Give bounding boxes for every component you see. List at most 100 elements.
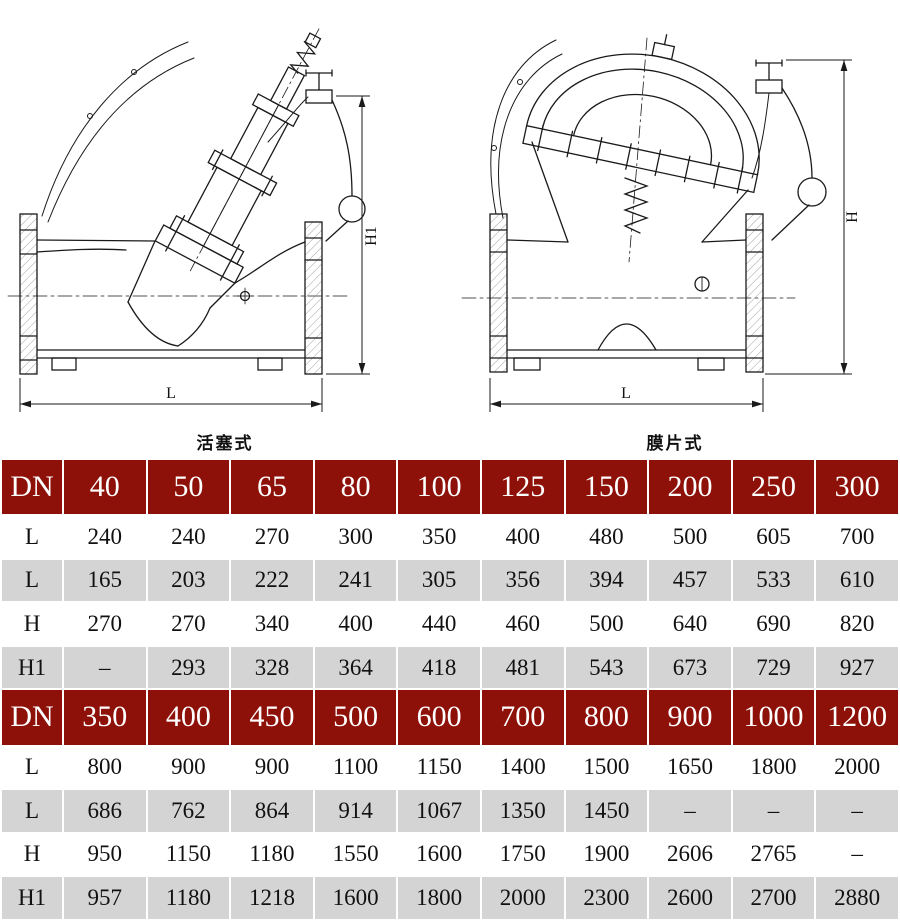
dimension-name-cell: L (0, 744, 64, 791)
dimension-value-cell: 2600 (647, 875, 733, 921)
dimension-value-cell: – (730, 788, 817, 834)
dimension-h1 (326, 95, 370, 375)
dimension-value-cell: 240 (62, 514, 148, 560)
dimension-value-cell: 1650 (647, 744, 733, 791)
dimension-value-cell: 1500 (563, 744, 650, 791)
dimension-value-cell: 328 (229, 644, 315, 691)
valve-body (36, 239, 306, 371)
pilot-valve (305, 69, 353, 197)
dimension-value-cell: 729 (730, 644, 817, 691)
dn-size-value: 40 (62, 457, 148, 517)
dimension-value-cell: 1600 (396, 831, 482, 878)
dimension-value-cell: 800 (62, 744, 148, 791)
dimension-value-cell: 1550 (312, 831, 399, 878)
height-dim-label: H (844, 211, 861, 223)
dimension-l (489, 378, 764, 412)
piston-actuator (154, 28, 322, 285)
dn-size-value: 100 (396, 457, 482, 517)
dimension-value-cell: 1150 (396, 744, 482, 791)
dimension-h (765, 59, 852, 375)
dimension-value-cell: 364 (312, 644, 399, 691)
piston-valve-drawing: H1 L (7, 28, 380, 412)
dimension-value-cell: 270 (62, 601, 148, 647)
dimension-value-cell: 820 (814, 601, 900, 647)
dimension-value-cell: 305 (396, 557, 482, 604)
dimension-name-cell: H (0, 601, 64, 647)
dn-size-value: 150 (563, 457, 650, 517)
dimension-name-cell: H1 (0, 644, 64, 691)
dimension-value-cell: 500 (563, 601, 650, 647)
dimension-value-cell: 293 (145, 644, 232, 691)
dimension-value-cell: 240 (145, 514, 232, 560)
dimension-value-cell: 480 (563, 514, 650, 560)
dimension-value-cell: 394 (563, 557, 650, 604)
dn-size-value: 65 (229, 457, 315, 517)
dimension-value-cell: 686 (62, 788, 148, 834)
figure-caption-diaphragm: 膜片式 (646, 434, 704, 454)
dimension-value-cell: 543 (563, 644, 650, 691)
dimension-value-cell: 610 (814, 557, 900, 604)
figure-diaphragm: H L 膜片式 (450, 0, 900, 458)
dimension-value-cell: 2880 (814, 875, 900, 921)
dimension-value-cell: 900 (229, 744, 315, 791)
length-dim-label: L (621, 385, 631, 402)
dimension-value-cell: 864 (229, 788, 315, 834)
dn-size-value: 400 (145, 688, 232, 747)
float-ball (325, 195, 366, 242)
dimension-value-cell: 400 (479, 514, 566, 560)
dimension-value-cell: 2000 (814, 744, 900, 791)
dimension-value-cell: 481 (479, 644, 566, 691)
dn-header-label: DN (0, 688, 64, 747)
dimension-value-cell: 356 (479, 557, 566, 604)
dn-size-value: 125 (479, 457, 566, 517)
dimension-value-cell: 1800 (730, 744, 817, 791)
dimension-value-cell: 2765 (730, 831, 817, 878)
dimension-name-cell: L (0, 557, 64, 604)
dimension-value-cell: 222 (229, 557, 315, 604)
dimension-value-cell: 165 (62, 557, 148, 604)
dimension-value-cell: 1218 (229, 875, 315, 921)
dn-size-value: 250 (730, 457, 817, 517)
dimension-value-cell: 2606 (647, 831, 733, 878)
dimension-value-cell: – (62, 644, 148, 691)
dimension-value-cell: 533 (730, 557, 817, 604)
dn-size-value: 900 (647, 688, 733, 747)
length-dim-label: L (166, 385, 176, 402)
dimension-value-cell: 762 (145, 788, 232, 834)
dimension-value-cell: 340 (229, 601, 315, 647)
dn-size-value: 200 (647, 457, 733, 517)
dimension-value-cell: 1180 (229, 831, 315, 878)
dn-size-value: 350 (62, 688, 148, 747)
dimension-name-cell: H1 (0, 875, 64, 921)
pilot-tubing (490, 39, 770, 219)
right-flange (304, 221, 323, 375)
dimension-value-cell: 927 (814, 644, 900, 691)
height-dim-label: H1 (363, 226, 380, 246)
dn-size-value: 80 (312, 457, 399, 517)
dimension-value-cell: 460 (479, 601, 566, 647)
pilot-valve (755, 59, 813, 179)
dimension-value-cell: – (814, 788, 900, 834)
dn-size-value: 500 (312, 688, 399, 747)
dimension-value-cell: 1800 (396, 875, 482, 921)
diaphragm-chamber (522, 34, 760, 194)
dimension-value-cell: 914 (312, 788, 399, 834)
diaphragm-valve-drawing: H L (461, 34, 861, 412)
dimension-value-cell: 270 (145, 601, 232, 647)
dimension-name-cell: H (0, 831, 64, 878)
figures-row: H1 L 活塞式 (0, 0, 900, 458)
dimension-value-cell: 440 (396, 601, 482, 647)
dimension-value-cell: 950 (62, 831, 148, 878)
figure-caption-piston: 活塞式 (196, 434, 254, 454)
left-flange (19, 213, 38, 375)
dimension-value-cell: – (814, 831, 900, 878)
dimension-value-cell: 673 (647, 644, 733, 691)
